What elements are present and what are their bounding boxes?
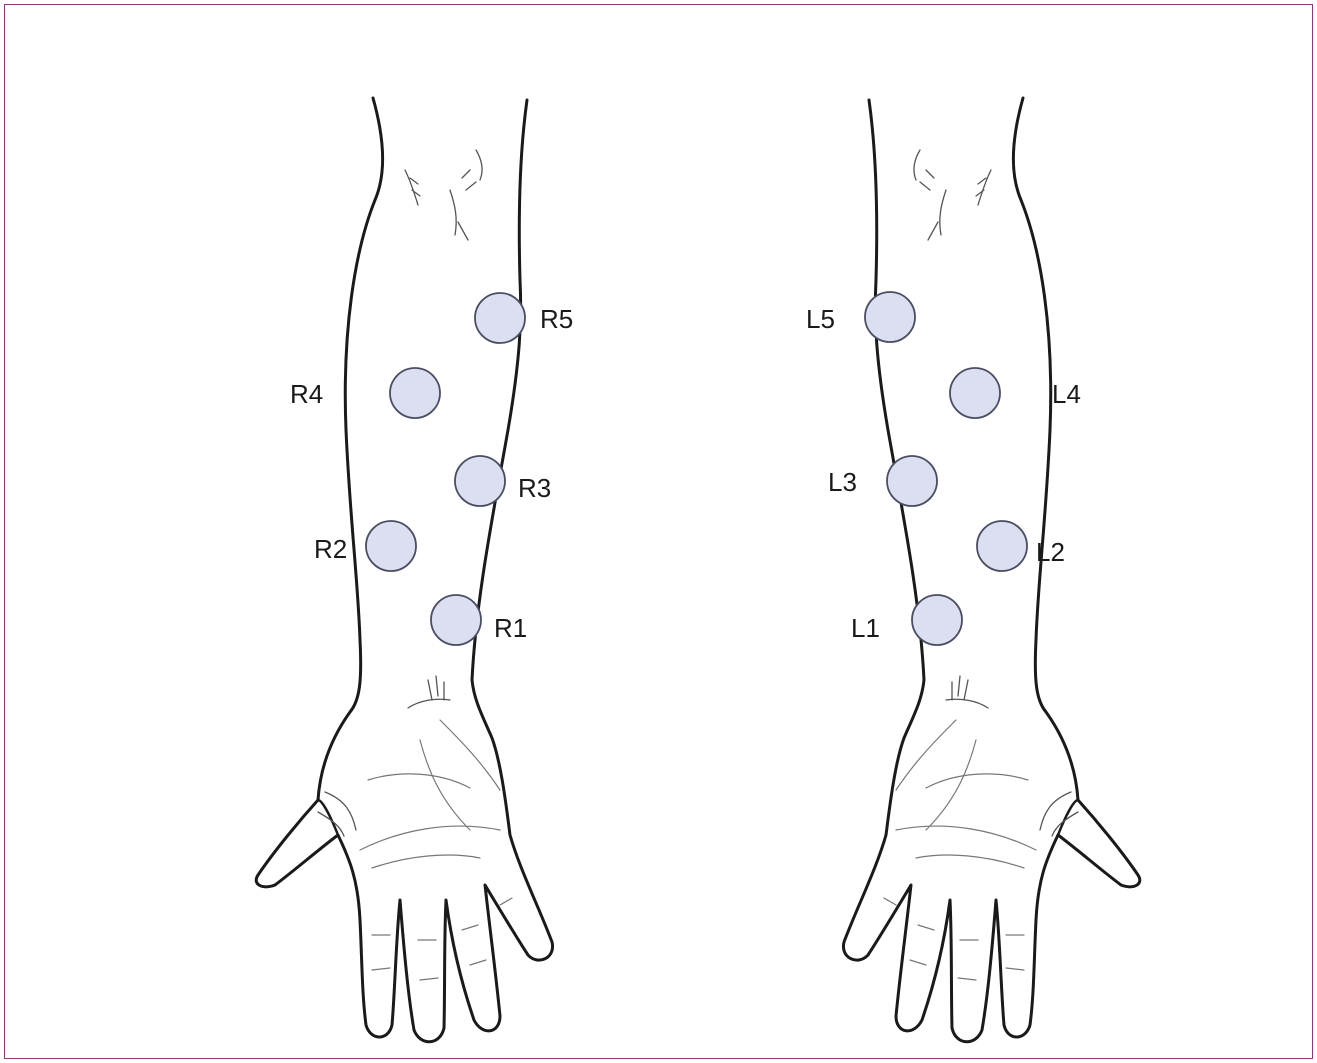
site-label-r2: R2 bbox=[314, 534, 347, 564]
site-label-r1: R1 bbox=[494, 613, 527, 643]
site-label-r4: R4 bbox=[290, 379, 323, 409]
site-marker-l5 bbox=[865, 292, 915, 342]
site-label-r3: R3 bbox=[518, 473, 551, 503]
site-marker-l3 bbox=[887, 456, 937, 506]
site-marker-r4 bbox=[390, 368, 440, 418]
site-marker-r1 bbox=[431, 595, 481, 645]
site-label-l5: L5 bbox=[806, 304, 835, 334]
site-marker-r2 bbox=[366, 521, 416, 571]
site-label-r5: R5 bbox=[540, 304, 573, 334]
site-marker-l2 bbox=[977, 521, 1027, 571]
site-label-l1: L1 bbox=[851, 613, 880, 643]
site-marker-r3 bbox=[455, 456, 505, 506]
left-arm-illustration bbox=[843, 98, 1139, 1042]
site-label-l2: L2 bbox=[1036, 537, 1065, 567]
site-marker-l1 bbox=[912, 595, 962, 645]
right-arm-illustration bbox=[256, 98, 552, 1042]
site-label-l4: L4 bbox=[1052, 379, 1081, 409]
site-marker-l4 bbox=[950, 368, 1000, 418]
site-marker-r5 bbox=[475, 293, 525, 343]
site-label-l3: L3 bbox=[828, 467, 857, 497]
